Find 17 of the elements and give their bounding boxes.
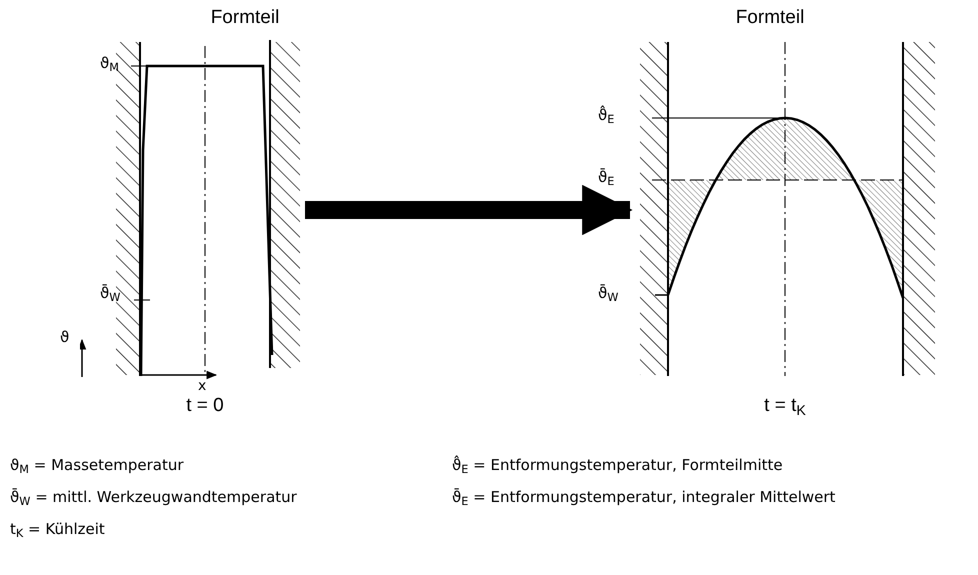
symbol-definition: ϑ̄$_{E}$ = Entformungstemperatur, integraler Mittelwert <box>452 488 836 507</box>
panel-title: Formteil <box>210 6 280 30</box>
arrow <box>305 184 633 236</box>
panel-title: Formteil <box>736 6 804 30</box>
symbol-definition: ϑ$_{M}$ = Massetemperatur <box>10 456 184 475</box>
axis-label: ϑ <box>60 328 70 347</box>
symbol-definition: t$_{K}$ = Kühlzeit <box>10 520 105 539</box>
temperature-label: ϑ$_{M}$ <box>100 54 120 73</box>
symbol-definition: ϑ̂$_{E}$ = Entformungstemperatur, Formteilmitte <box>452 456 783 475</box>
axis-label: x <box>198 378 206 396</box>
temperature-label: ϑ̄$_{W}$ <box>100 284 120 303</box>
time-label: t = t$_{K}$ <box>764 394 806 418</box>
temperature-label: ϑ̂$_{E}$ <box>598 106 614 125</box>
temperature-label: ϑ̄$_{E}$ <box>598 168 614 187</box>
symbol-definition: ϑ̄$_{W}$ = mittl. Werkzeugwandtemperatur <box>10 488 297 507</box>
time-label: t = 0 <box>186 394 224 418</box>
temperature-label: ϑ̄$_{W}$ <box>598 284 618 303</box>
